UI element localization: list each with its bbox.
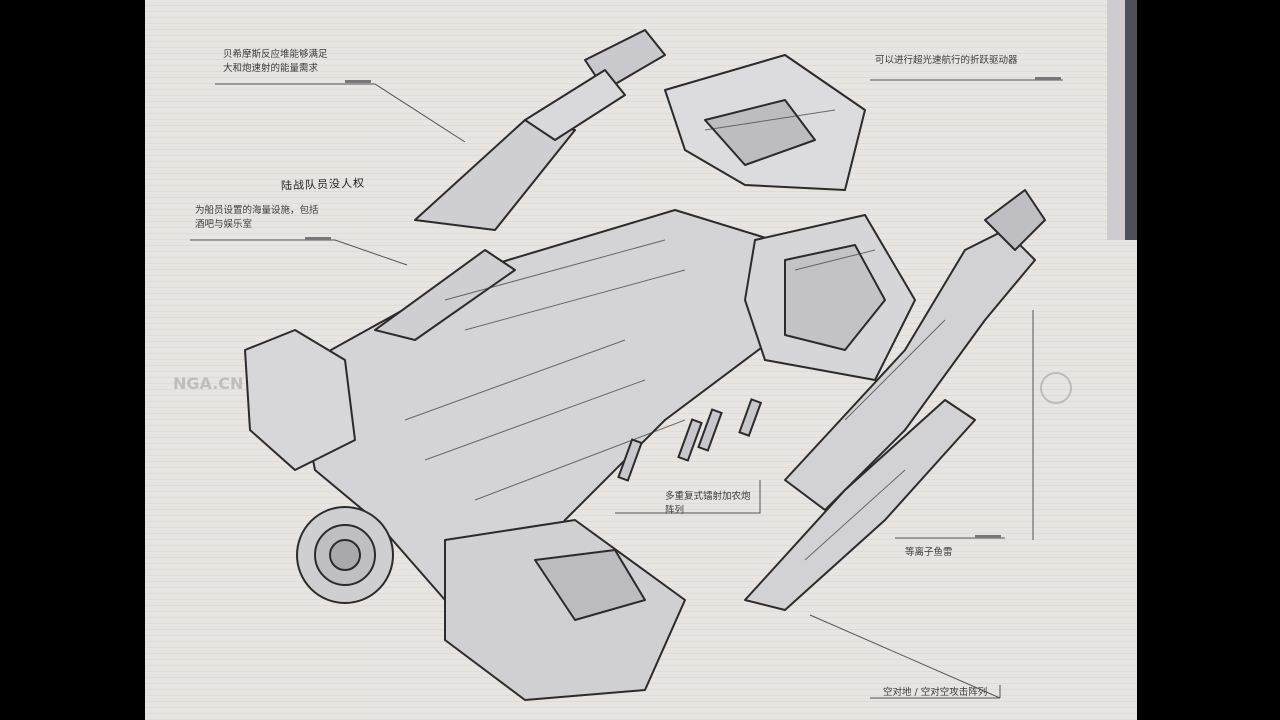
annotation-leader-lines	[190, 77, 1063, 699]
battlecruiser-illustration	[244, 29, 1046, 701]
watermark-logo-icon	[1040, 372, 1072, 404]
handwritten-note: 陆战队员没人权	[280, 176, 366, 193]
watermark: NGA.CN	[173, 374, 244, 393]
page-edge-bar	[1107, 0, 1137, 240]
plasma-torpedo-annotation: 等离子鱼雷	[905, 547, 953, 558]
attack-array-annotation: 空对地 / 空对空攻击阵列	[883, 687, 988, 698]
laser-cannon-annotation: 多重复式镭射加农炮 阵列	[665, 491, 751, 516]
reactor-annotation: 贝希摩斯反应堆能够满足 大和炮速射的能量需求	[223, 49, 328, 74]
warp-drive-annotation: 可以进行超光速航行的折跃驱动器	[875, 55, 1018, 66]
artbook-page: 贝希摩斯反应堆能够满足 大和炮速射的能量需求 可以进行超光速航行的折跃驱动器 为…	[145, 0, 1137, 720]
crew-facilities-annotation: 为船员设置的海量设施，包括 酒吧与娱乐室	[195, 205, 319, 230]
